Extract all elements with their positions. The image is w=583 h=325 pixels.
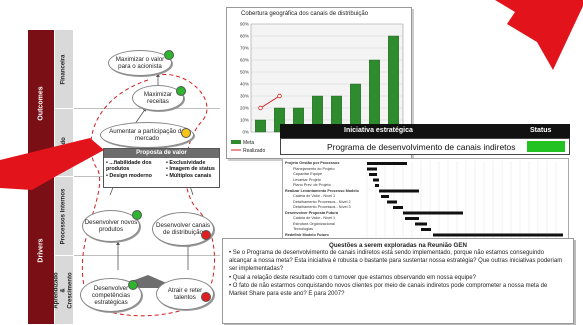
perspective-aprendizado: Aprendizado & Crescimento (54, 256, 74, 324)
status-dot-yellow (181, 128, 191, 138)
question-item-1: • Se o Programa de desenvolvimento de ca… (229, 250, 563, 273)
gantt-bar (387, 200, 397, 204)
gantt-row-label: Plano Prev. de Projeto (293, 183, 331, 187)
gantt-bar (381, 195, 389, 198)
strategy-map: Outcomes Drivers Financeira ado Processo… (28, 30, 220, 324)
questions-title: Questões a serem exploradas na Reunião G… (329, 242, 467, 249)
gantt-bar (405, 217, 419, 220)
status-dot-green (176, 86, 186, 96)
objective-maximizar-valor[interactable]: Maximizar o valor para o acionista (108, 50, 172, 76)
y-tick-label: 20% (240, 106, 249, 111)
gantt-bar (367, 162, 407, 165)
bar-meta (369, 59, 380, 133)
status-dot-red (201, 230, 211, 240)
y-tick-label: 90% (240, 22, 249, 27)
value-proposition-title: Proposta de valor (104, 149, 219, 158)
status-dot-green (164, 50, 174, 60)
line-realizado (260, 95, 280, 109)
initiative-table: Iniciativa estratégica Status Programa d… (280, 124, 570, 160)
bar-meta (255, 119, 266, 133)
y-tick-label: 30% (240, 94, 249, 99)
legend-meta-label: Meta (243, 140, 254, 146)
objective-maximizar-receitas[interactable]: Maximizar receitas (132, 85, 184, 111)
y-tick-label: 80% (240, 34, 249, 39)
legend-meta-swatch (231, 140, 241, 144)
perspective-financeira: Financeira (55, 30, 73, 108)
objective-desenvolver-produtos[interactable]: Desenvolver novos produtos (82, 210, 140, 242)
y-tick-label: 10% (240, 118, 249, 123)
legend-realizado-label: Realizado (243, 148, 265, 154)
initiative-status-indicator (527, 141, 565, 152)
perspective-processos: Processos Internos (55, 177, 73, 255)
bar-meta (388, 35, 399, 133)
gantt-row-label: Tecnologias (293, 227, 314, 231)
objective-aumentar-participacao[interactable]: Aumentar a participação de mercado (100, 122, 194, 148)
y-tick-label: 60% (240, 58, 249, 63)
value-proposition-box: Proposta de valor • ...fiabilidade dos p… (103, 148, 220, 188)
gantt-bar (415, 222, 427, 226)
question-item-3: • O fato de não estarmos conquistando no… (229, 282, 548, 298)
drivers-band: Drivers (28, 177, 54, 324)
status-dot-red (201, 292, 211, 302)
gantt-row-label: Levantar Projeto (293, 177, 321, 182)
value-proposition-col1: • ...fiabilidade dos produtos • Design m… (106, 160, 152, 179)
gantt-row-label: Detalhamento Processos - Nível 2 (293, 199, 351, 204)
y-tick-label: 40% (240, 82, 249, 87)
bar-meta (274, 107, 285, 133)
question-item-2: • Qual a relação deste resultado com o t… (229, 274, 476, 281)
gantt-row-label: Realizar Levantamento Processo Modelo (285, 188, 359, 193)
gantt-bar (403, 211, 463, 215)
gantt-bars (366, 161, 563, 239)
gantt-row-label: Planejamento do Projeto (293, 166, 335, 171)
gantt-row-label: Cadeia de Valor - Nível 1 (293, 194, 336, 198)
gantt-row-label: Projeto Gestão por Processos (285, 161, 340, 165)
gantt-bar (421, 228, 431, 231)
gantt-bar (367, 167, 377, 171)
gantt-row-label: Capacitar Equipe (293, 172, 323, 176)
red-arrow-top-right-icon (495, 0, 583, 70)
status-header-label: Status (530, 127, 552, 134)
gantt-bar (369, 173, 377, 176)
initiative-header-label: Iniciativa estratégica (344, 127, 413, 134)
value-proposition-col2: • Exclusividade • Imagem de status • Múl… (166, 160, 215, 179)
questions-panel: Questões a serem exploradas na Reunião G… (222, 238, 574, 324)
objective-desenvolver-canais[interactable]: Desenvolver canais de distribuição (152, 212, 214, 246)
gantt-bar (393, 206, 403, 209)
initiative-name: Programa de desenvolvimento de canais in… (327, 142, 516, 152)
gantt-bar (379, 189, 419, 193)
initiative-header: Iniciativa estratégica Status (280, 124, 570, 138)
y-tick-label: 0% (242, 130, 249, 135)
status-dot-green (132, 210, 142, 220)
point-realizado (277, 93, 282, 99)
gantt-bar (373, 178, 379, 182)
gantt-bar (375, 184, 379, 187)
initiative-row[interactable]: Programa de desenvolvimento de canais in… (280, 138, 570, 155)
bar-line-chart: 0% 10% 20% 30% 40% 50% 60% 70% 80% 90% MetaRealiza… (231, 22, 404, 154)
plot-area (250, 23, 404, 133)
status-dot-green (128, 280, 138, 290)
chart-title: Cobertura geográfica dos canais de distr… (241, 11, 369, 17)
gantt-row-label: Desenvolver Proposta Futura (285, 210, 338, 215)
gantt-row-label: Redefinir Modelo Futuro (285, 232, 329, 237)
processos-row (74, 177, 220, 256)
gantt-row-label: Detalhamento Processos - Nível 3 (293, 205, 351, 209)
gantt-row-label: Cadeia de Valor - Nível 1 (293, 216, 336, 220)
y-tick-label: 50% (240, 70, 249, 75)
point-realizado (258, 105, 263, 111)
gantt-row-label: Estrutura Organizacional (293, 221, 335, 226)
gantt-bar (433, 233, 563, 237)
red-arrow-left-icon (0, 138, 104, 190)
y-tick-label: 70% (240, 46, 249, 51)
